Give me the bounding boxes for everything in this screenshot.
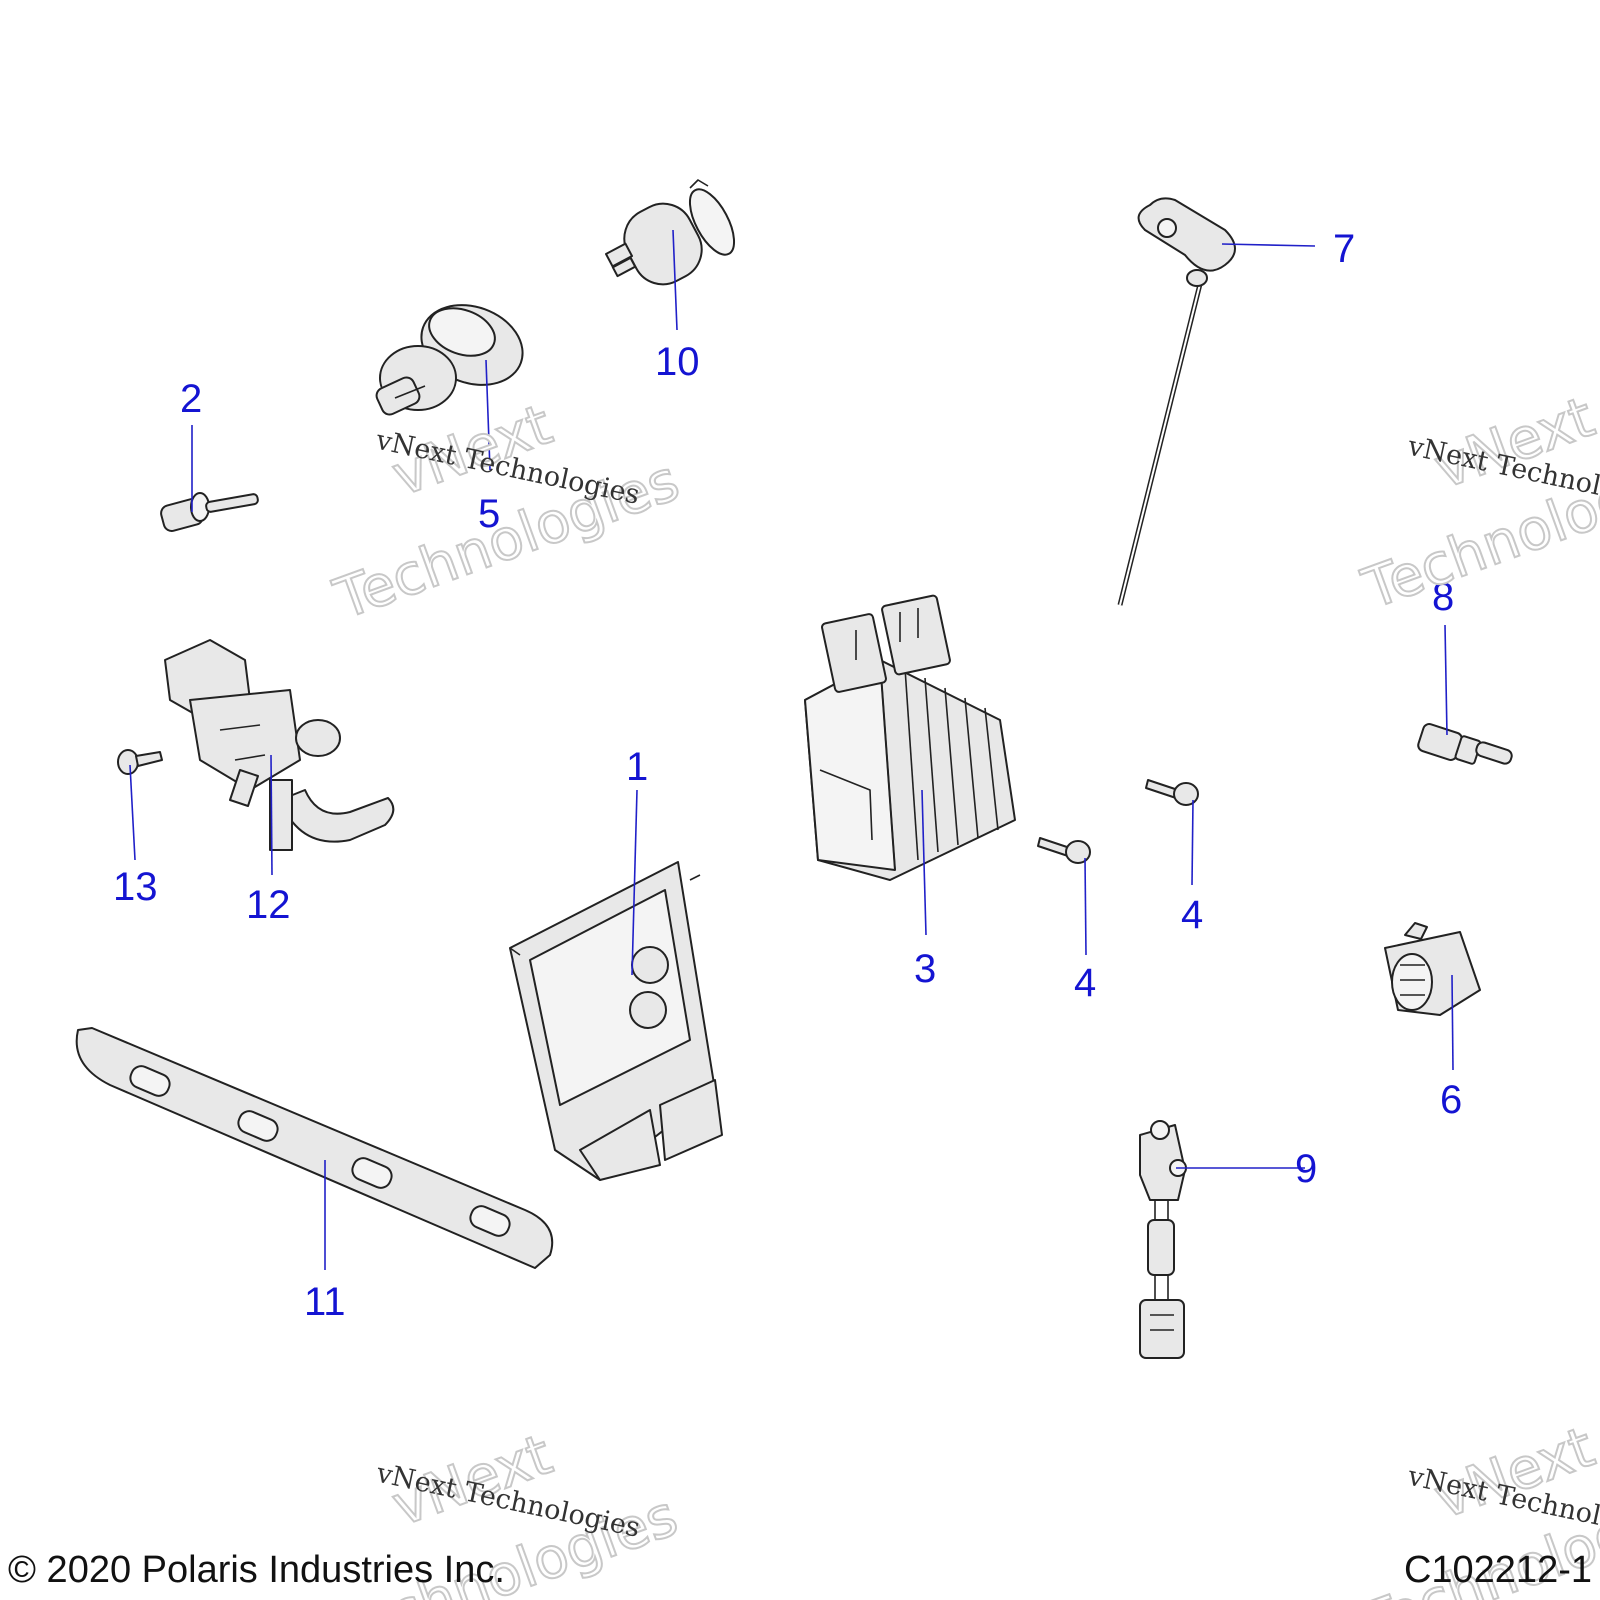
part-11-bracket[interactable] — [75, 1027, 554, 1269]
callout-3[interactable]: 3 — [914, 947, 936, 991]
callout-9[interactable]: 9 — [1295, 1147, 1317, 1191]
callout-8[interactable]: 8 — [1432, 575, 1454, 619]
part-1-ecu[interactable] — [509, 861, 723, 1181]
callout-4b[interactable]: 4 — [1181, 893, 1203, 937]
watermark-top-right: vNext Technologies vNext Technologies — [1353, 384, 1600, 624]
callout-11[interactable]: 11 — [304, 1280, 346, 1324]
part-5-ignition-switch[interactable] — [374, 292, 534, 418]
callout-6[interactable]: 6 — [1440, 1078, 1462, 1122]
part-10-outlet[interactable] — [605, 179, 743, 295]
part-3-regulator[interactable] — [804, 594, 1016, 881]
part-7-probe-sensor[interactable] — [1117, 197, 1236, 606]
part-9-pigtail-sensor[interactable] — [1139, 1120, 1187, 1359]
part-12-valve[interactable] — [164, 639, 395, 851]
watermark-top-left: vNext Technologies vNext Technologies — [325, 391, 688, 633]
part-4-bolt-b[interactable] — [1145, 779, 1199, 806]
callout-7[interactable]: 7 — [1333, 227, 1355, 271]
copyright-text: © 2020 Polaris Industries Inc. — [8, 1549, 505, 1591]
callout-4a[interactable]: 4 — [1074, 961, 1096, 1005]
part-6-map-sensor[interactable] — [1384, 922, 1481, 1016]
callout-10[interactable]: 10 — [655, 340, 700, 384]
leader-lines — [129, 229, 1454, 1270]
callout-5[interactable]: 5 — [478, 492, 500, 536]
part-4-bolt-a[interactable] — [1037, 837, 1091, 864]
part-2-sensor[interactable] — [159, 492, 259, 533]
callout-2[interactable]: 2 — [180, 377, 202, 421]
part-8-temp-sensor[interactable] — [1417, 723, 1514, 766]
callout-12[interactable]: 12 — [246, 883, 291, 927]
callout-1[interactable]: 1 — [626, 745, 648, 789]
callout-13[interactable]: 13 — [113, 865, 158, 909]
figure-id: C102212-1 — [1404, 1549, 1592, 1591]
callouts: 10 5 2 7 1 3 4 4 8 12 13 11 6 9 — [113, 227, 1462, 1324]
part-13-screw[interactable] — [117, 749, 163, 775]
